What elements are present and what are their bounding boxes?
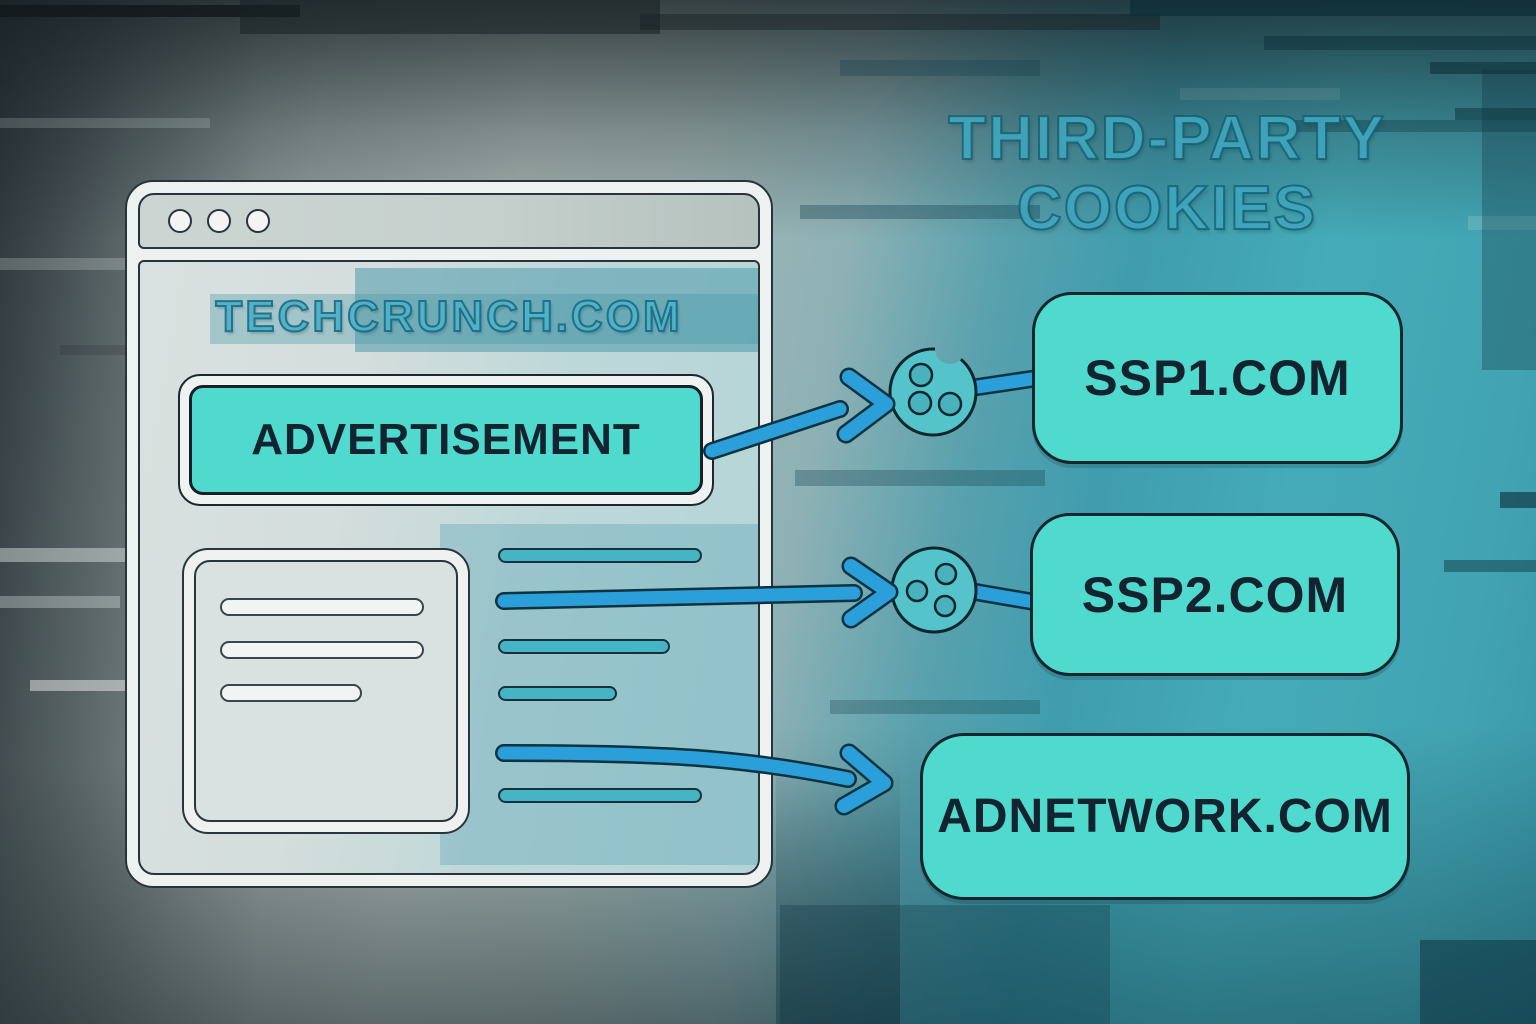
destination-label: ADNETWORK.COM — [937, 790, 1393, 843]
advertisement-label: ADVERTISEMENT — [189, 385, 703, 495]
glitch-bar — [795, 470, 1045, 486]
glitch-bar — [0, 258, 140, 270]
window-control-dot — [207, 209, 231, 233]
destination-ssp2: SSP2.COM — [1030, 513, 1400, 676]
background-band — [355, 268, 758, 352]
glitch-bar — [1482, 70, 1536, 370]
glitch-bar — [1264, 36, 1536, 50]
glitch-bar — [640, 14, 1160, 30]
destination-label: SSP2.COM — [1081, 566, 1349, 623]
glitch-bar — [1455, 108, 1536, 120]
text-line-placeholder — [498, 548, 702, 563]
article-placeholder-box — [182, 548, 470, 834]
destination-adnetwork: ADNETWORK.COM — [920, 733, 1410, 900]
title-line-2: COOKIES — [1016, 173, 1317, 244]
glitch-bar — [1180, 88, 1340, 100]
browser-window: TECHCRUNCH.COM ADVERTISEMENT — [125, 180, 773, 888]
window-control-dot — [246, 209, 270, 233]
cookie-icon — [888, 347, 978, 437]
glitch-bar — [30, 680, 180, 691]
advertisement-box: ADVERTISEMENT — [178, 374, 714, 506]
glitch-bar — [780, 905, 1110, 1024]
glitch-bar — [1420, 940, 1536, 1024]
window-control-dot — [168, 209, 192, 233]
glitch-bar — [830, 700, 1040, 714]
glitch-bar — [1444, 560, 1536, 572]
text-line-placeholder — [220, 598, 424, 616]
destination-ssp1: SSP1.COM — [1032, 292, 1403, 464]
glitch-bar — [1468, 216, 1536, 230]
glitch-bar — [0, 118, 210, 128]
glitch-bar — [0, 596, 120, 608]
text-line-placeholder — [220, 684, 362, 702]
text-line-placeholder — [498, 686, 617, 701]
glitch-bar — [240, 0, 660, 34]
glitch-bar — [1130, 0, 1536, 16]
destination-label: SSP1.COM — [1084, 350, 1351, 406]
text-line-placeholder — [498, 639, 670, 654]
glitch-bar — [1430, 62, 1536, 74]
browser-titlebar — [138, 193, 760, 249]
glitch-bar — [840, 60, 1040, 76]
text-line-placeholder — [498, 788, 702, 803]
text-line-placeholder — [220, 641, 424, 659]
glitch-bar — [800, 205, 1040, 219]
background-band — [210, 294, 758, 344]
connector-cookie1-ssp1 — [955, 369, 1047, 398]
diagram-title: THIRD-PARTY COOKIES — [897, 103, 1437, 244]
browser-content: TECHCRUNCH.COM ADVERTISEMENT — [138, 260, 760, 875]
connector-cookie2-ssp2 — [961, 582, 1043, 611]
glitch-bar — [0, 5, 300, 17]
title-line-1: THIRD-PARTY — [947, 103, 1386, 174]
glitch-bar — [1290, 120, 1536, 132]
site-name: TECHCRUNCH.COM — [214, 291, 683, 342]
cookie-icon — [890, 546, 978, 634]
glitch-bar — [1500, 492, 1536, 508]
article-placeholder-inner — [194, 560, 458, 822]
